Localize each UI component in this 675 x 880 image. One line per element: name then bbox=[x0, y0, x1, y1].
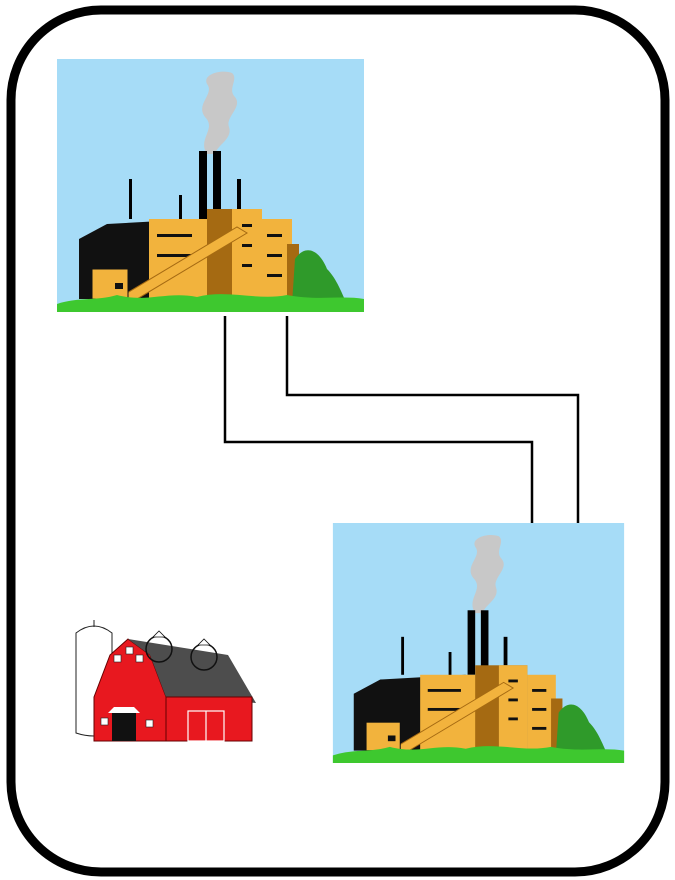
pipe-inner bbox=[285, 316, 580, 523]
factory-icon bbox=[332, 523, 625, 763]
barn-icon bbox=[75, 620, 256, 742]
pipe-outer bbox=[223, 316, 534, 523]
factory-icon bbox=[57, 59, 364, 312]
